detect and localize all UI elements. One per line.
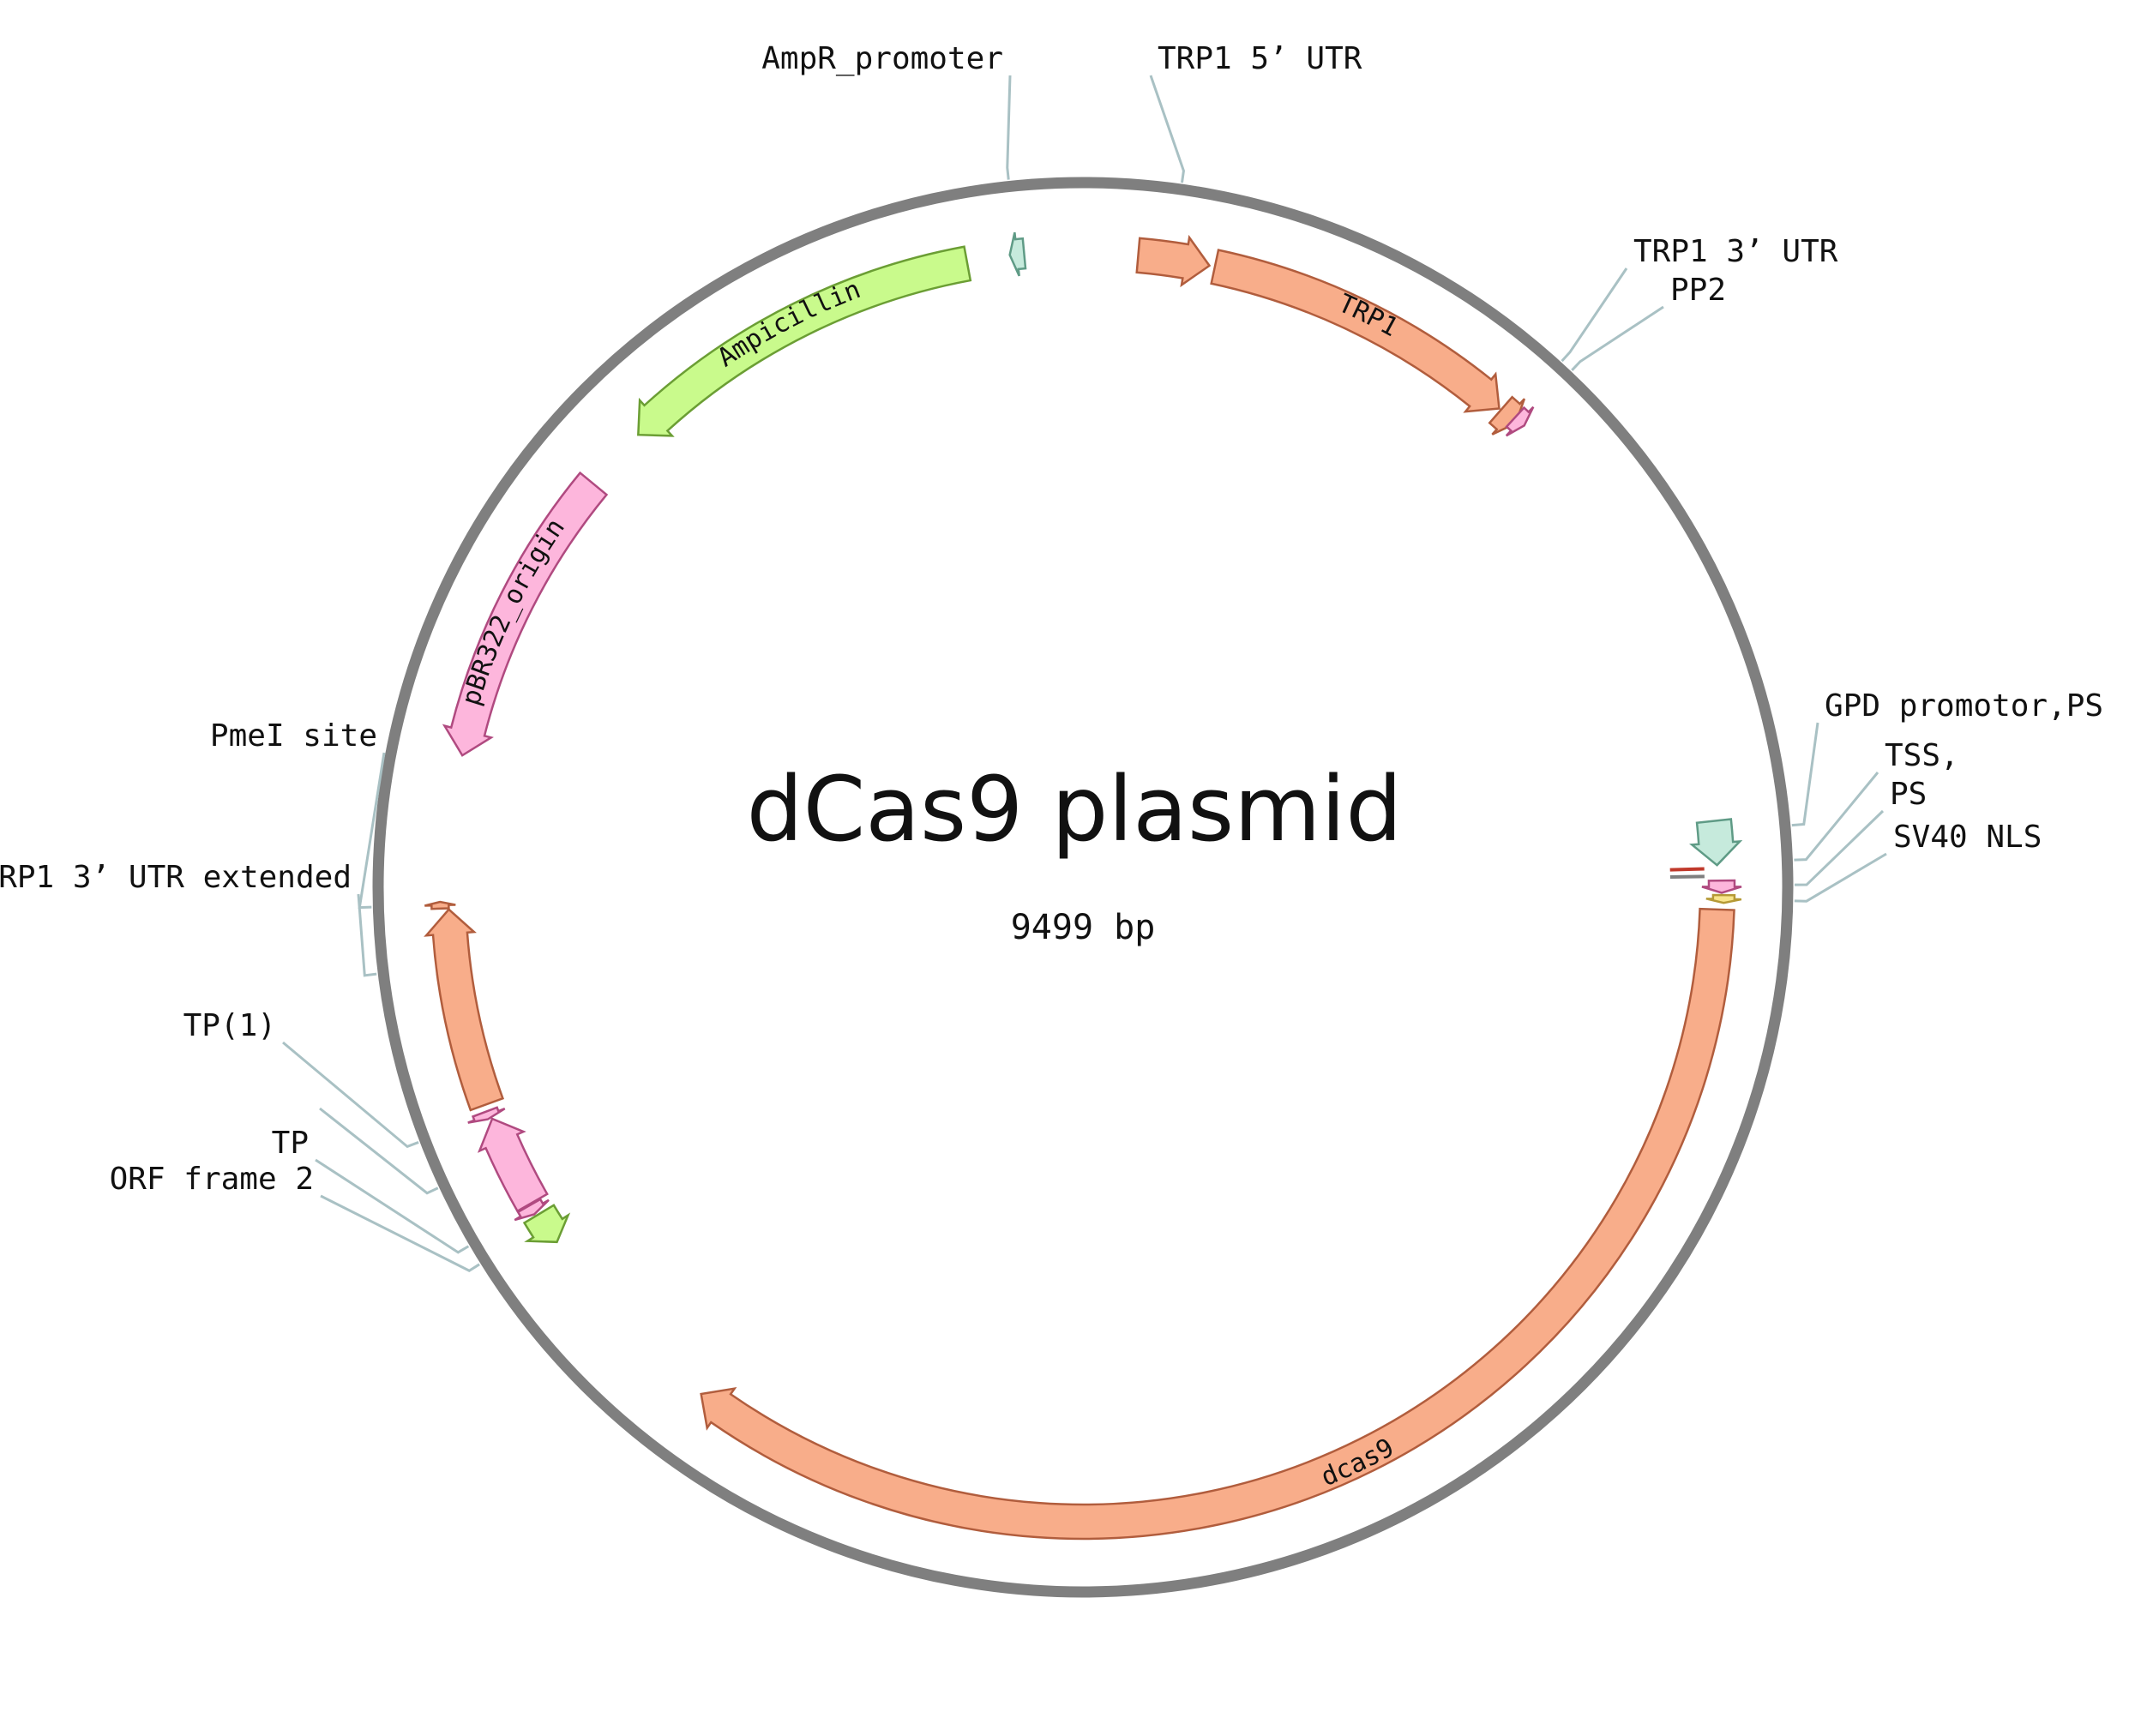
ampicillin-arrow[interactable]	[637, 245, 972, 437]
tp-leader-line	[315, 1158, 470, 1254]
trp1-5utr-callout[interactable]: TRP1 5’ UTR	[1158, 41, 1362, 76]
tp-1-arrow[interactable]	[467, 1106, 506, 1124]
tp-callout[interactable]: TP	[272, 1126, 309, 1161]
feature-tp-orf[interactable]	[477, 1117, 549, 1213]
pmei-site-callout[interactable]: PmeI site	[210, 718, 377, 754]
pp2-leader-line	[1571, 305, 1664, 371]
trp1-3utr-extended-leader-line	[357, 893, 377, 977]
gray-site	[1669, 874, 1705, 880]
orf-frame-2-leader-line	[320, 1194, 480, 1272]
features-layer: Ampicillin pBR322_origin TRP1 dcas9	[424, 231, 1743, 1541]
feature-pbr322-origin[interactable]: pBR322_origin	[442, 471, 609, 757]
trp1-3utr-callout[interactable]: TRP1 3’ UTR	[1633, 234, 1838, 269]
orf-frame-2-callout[interactable]: ORF frame 2	[110, 1162, 314, 1197]
trp1-3utr-extended-callout[interactable]: TRP1 3’ UTR extended	[0, 860, 352, 895]
labels-layer: AmpR_promoter TRP1 5’ UTR TRP1 3’ UTR PP2GP…	[0, 41, 2103, 1197]
plasmid-title: dCas9 plasmid	[747, 757, 1403, 862]
leaders-layer	[282, 75, 1887, 1272]
trp1-3utr-leader-line	[1561, 267, 1628, 363]
trp1-5utr-arrow[interactable]	[1135, 234, 1212, 288]
sv40-nls-leader-line	[1794, 852, 1887, 903]
feature-trp1-3utr-extended[interactable]	[424, 908, 505, 1112]
tp-1-leader-line	[282, 1041, 419, 1149]
feature-tp[interactable]	[514, 1198, 550, 1222]
ampicillin-label-text: Ampicillin	[713, 274, 865, 373]
tp-arrow[interactable]	[514, 1198, 550, 1222]
tss-leader-line	[1794, 772, 1879, 862]
trp1-3utr-arrow[interactable]	[1488, 395, 1526, 436]
feature-tp-1[interactable]	[467, 1106, 506, 1124]
pbr322-origin-arrow[interactable]	[442, 471, 609, 757]
ampr-promoter-arrow[interactable]	[1008, 231, 1027, 277]
plasmid-length: 9499 bp	[1011, 908, 1156, 947]
tp-1-callout[interactable]: TP(1)	[183, 1008, 276, 1043]
feature-dcas9[interactable]: dcas9	[700, 907, 1735, 1541]
dcas9-arrow[interactable]	[700, 907, 1735, 1541]
ps-callout[interactable]: PS	[1890, 777, 1927, 812]
gpd-promoter-callout[interactable]: GPD promotor,PS	[1825, 688, 2103, 724]
trp1-3utr-extended-arrow[interactable]	[424, 908, 505, 1112]
gpd-promoter-leader-line	[1791, 722, 1819, 827]
ampicillin-label: Ampicillin	[713, 274, 865, 373]
pmei-site-arrow[interactable]	[424, 900, 456, 910]
feature-pmei-site[interactable]	[424, 900, 456, 910]
feature-ps[interactable]	[1701, 879, 1742, 894]
gpd-promoter-arrow[interactable]	[1689, 818, 1743, 867]
red-site	[1669, 867, 1705, 872]
trp1-5utr-leader-line	[1149, 75, 1185, 183]
sv40-nls-arrow[interactable]	[1705, 893, 1742, 904]
feature-pp2[interactable]	[1505, 405, 1535, 437]
pp2-callout[interactable]: PP2	[1670, 273, 1726, 308]
feature-trp1[interactable]: TRP1	[1210, 249, 1500, 413]
tss-callout[interactable]: TSS,	[1885, 738, 1959, 773]
feature-sv40-nls[interactable]	[1705, 893, 1742, 904]
sv40-nls-callout[interactable]: SV40 NLS	[1893, 820, 2042, 855]
feature-trp1-5utr[interactable]	[1135, 234, 1212, 288]
plasmid-backbone	[372, 177, 1794, 1598]
feature-gpd-promoter[interactable]	[1689, 818, 1743, 867]
ps-leader-line	[1794, 809, 1885, 886]
feature-trp1-3utr[interactable]	[1488, 395, 1526, 436]
tp-orf-leader-line	[319, 1107, 439, 1195]
ampr-promoter-leader-line	[1006, 75, 1012, 180]
trp1-arrow[interactable]	[1210, 249, 1500, 413]
ps-arrow[interactable]	[1701, 879, 1742, 894]
ampr-promoter-callout[interactable]: AmpR_promoter	[761, 41, 1003, 76]
feature-ampicillin[interactable]: Ampicillin	[637, 245, 972, 437]
tp-orf-arrow[interactable]	[477, 1117, 549, 1213]
feature-orf-frame-2[interactable]	[522, 1204, 571, 1244]
orf-frame-2-arrow[interactable]	[522, 1204, 571, 1244]
pp2-arrow[interactable]	[1505, 405, 1535, 437]
feature-ampr-promoter[interactable]	[1008, 231, 1027, 277]
